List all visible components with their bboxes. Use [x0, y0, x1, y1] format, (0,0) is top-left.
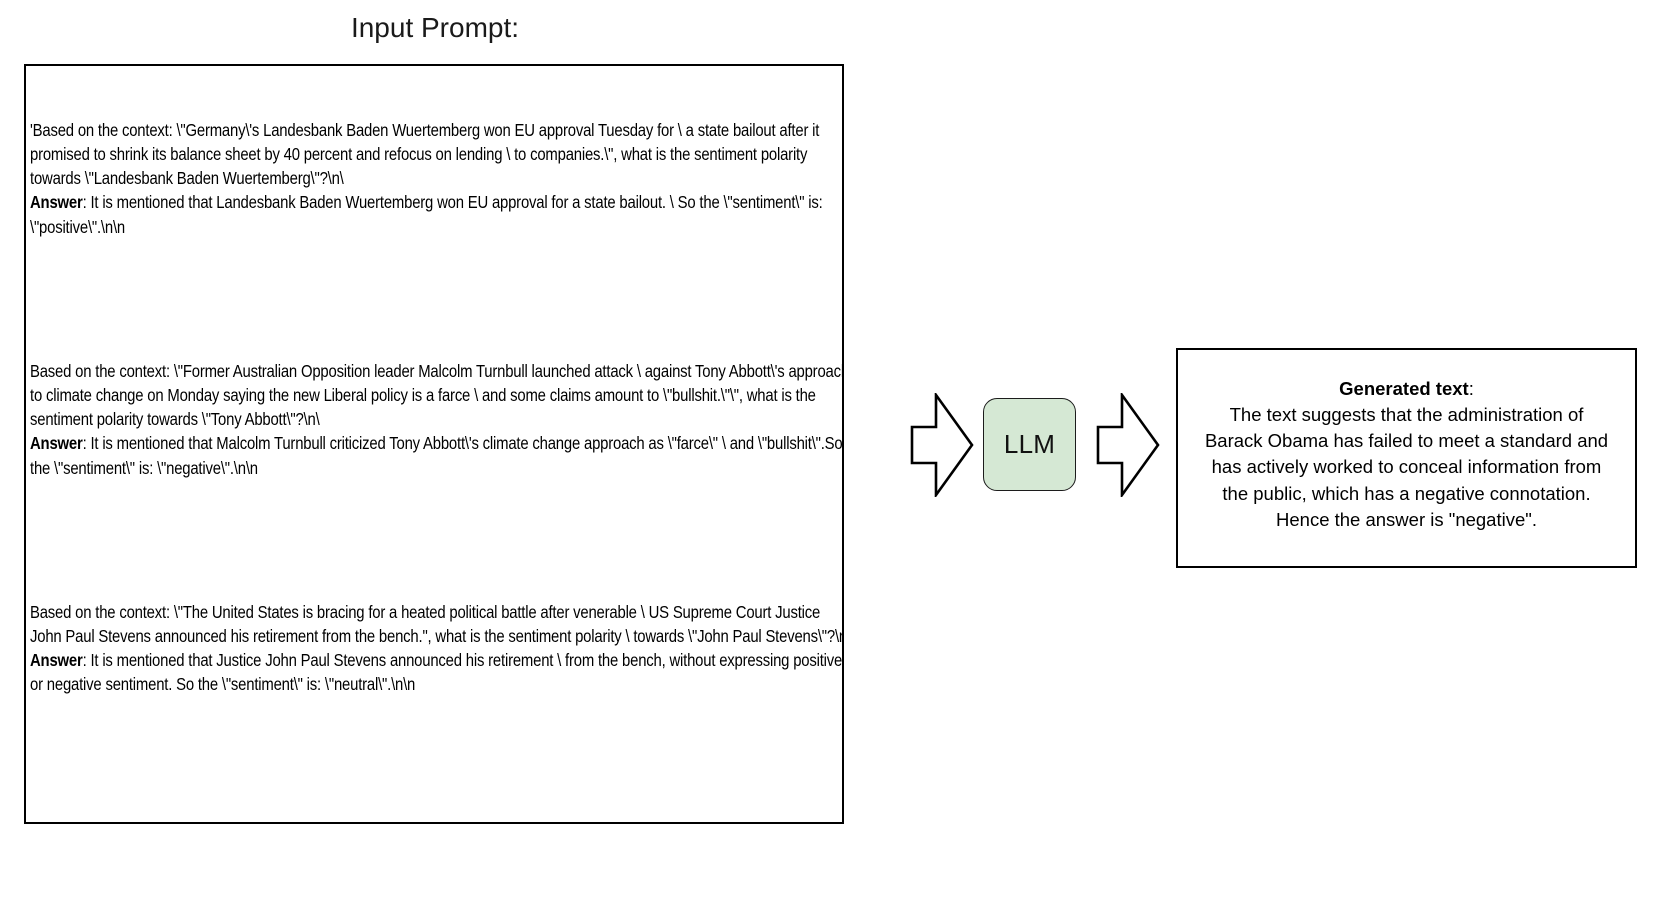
input-arrow-icon — [910, 393, 974, 497]
answer-body: It is mentioned that Malcolm Turnbull cr… — [30, 433, 843, 478]
paragraph-gap — [30, 528, 842, 552]
input-prompt-text: 'Based on the context: \"Germany\'s Land… — [30, 70, 844, 822]
prompt-block: Based on the context: \"The United State… — [30, 600, 844, 696]
prompt-question: 'Based on the context: \"Germany\'s Land… — [30, 120, 824, 189]
answer-label: Answer — [30, 650, 83, 671]
prompt-question: Based on the context: \"The United State… — [30, 602, 844, 647]
answer-label: Answer — [30, 433, 83, 454]
paragraph-gap — [30, 287, 842, 311]
generated-text-box: Generated text: The text suggests that t… — [1176, 348, 1637, 568]
output-arrow-icon — [1096, 393, 1160, 497]
input-prompt-box: 'Based on the context: \"Germany\'s Land… — [24, 64, 844, 824]
generated-label-text: Generated text — [1339, 378, 1469, 399]
generated-text-body: The text suggests that the administratio… — [1204, 404, 1609, 530]
prompt-question: Based on the context: \"Former Australia… — [30, 361, 844, 430]
llm-label: LLM — [1003, 429, 1056, 459]
answer-separator: : — [82, 433, 91, 454]
answer-separator: : — [82, 650, 91, 671]
generated-label-colon: : — [1468, 378, 1474, 399]
llm-node[interactable]: LLM — [983, 398, 1076, 491]
prompt-block: 'Based on the context: \"Germany\'s Land… — [30, 118, 842, 238]
prompt-block: Based on the context: \"Former Australia… — [30, 359, 844, 479]
answer-separator: : — [82, 192, 91, 213]
answer-body: It is mentioned that Landesbank Baden Wu… — [30, 192, 827, 237]
answer-body: It is mentioned that Justice John Paul S… — [30, 650, 843, 695]
page-title: Input Prompt: — [350, 12, 520, 43]
generated-text-label: Generated text: — [1186, 376, 1627, 402]
answer-label: Answer — [30, 192, 83, 213]
prompt-block: Based on the context: \"After previously… — [30, 817, 842, 822]
paragraph-gap — [30, 745, 842, 769]
prompt-question: Based on the context: \"After previously… — [30, 819, 836, 822]
